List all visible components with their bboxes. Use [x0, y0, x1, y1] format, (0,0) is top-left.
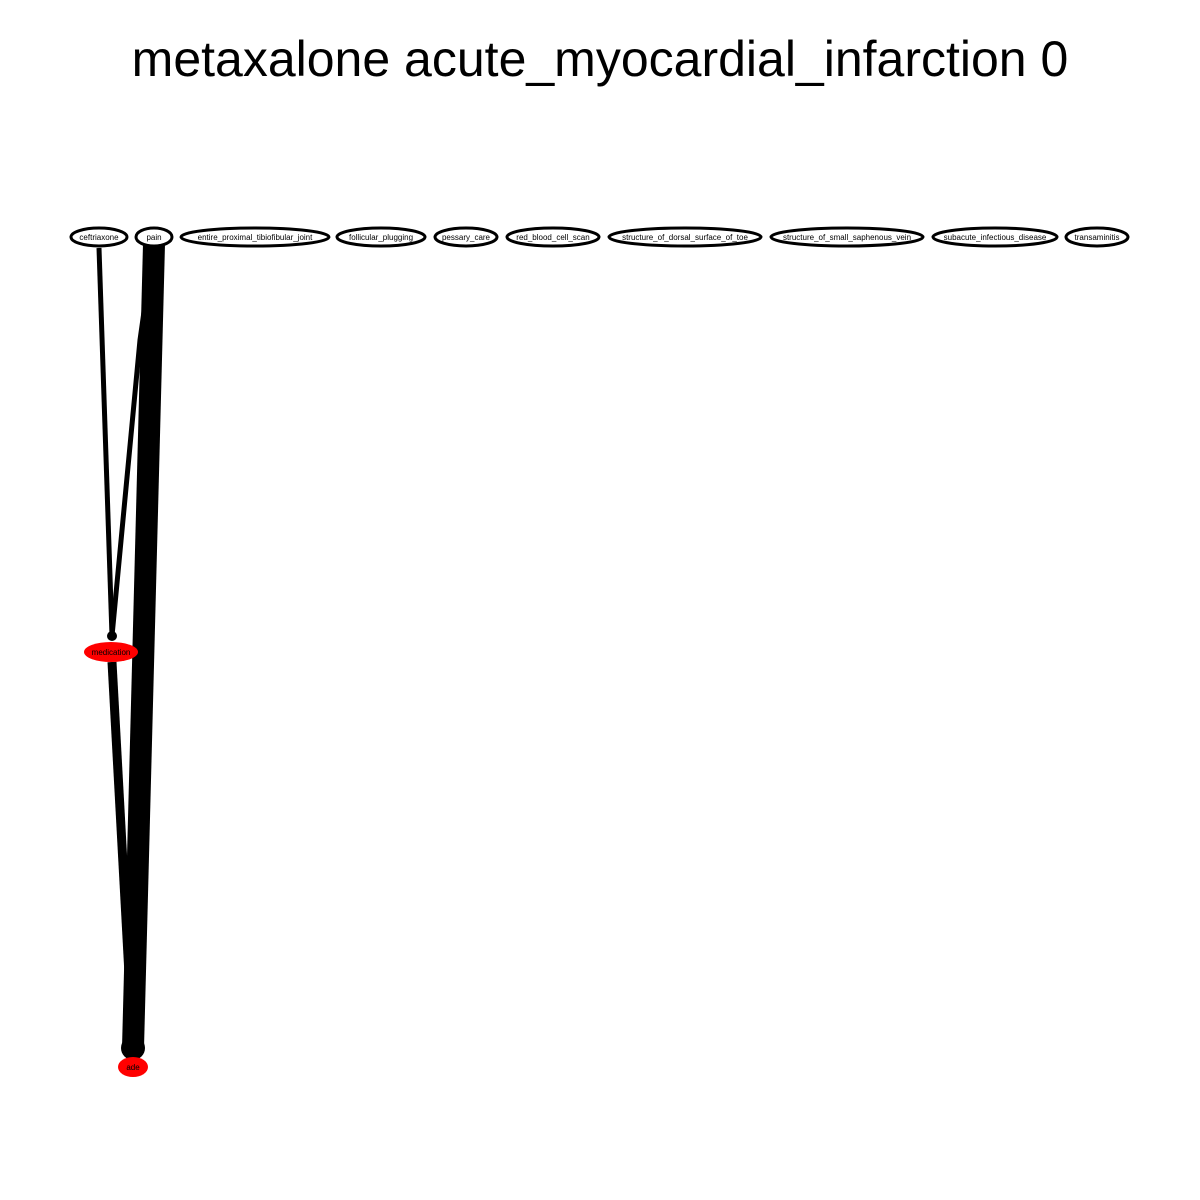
node-label-medication: medication: [92, 648, 131, 657]
node-medication: medication: [84, 642, 138, 662]
node-label-ade: ade: [126, 1063, 140, 1072]
node-transaminitis: transaminitis: [1064, 226, 1130, 248]
node-entire_proximal_tibiofibular_joint: entire_proximal_tibiofibular_joint: [179, 226, 331, 248]
edge-layer: [96, 243, 165, 1060]
node-shape-structure_of_dorsal_surface_of_toe: [607, 226, 763, 248]
node-ade: ade: [118, 1057, 148, 1077]
node-label-red_blood_cell_scan: red_blood_cell_scan: [516, 233, 589, 242]
node-label-follicular_plugging: follicular_plugging: [349, 233, 413, 242]
node-structure_of_dorsal_surface_of_toe: structure_of_dorsal_surface_of_toe: [607, 226, 763, 248]
node-shape-follicular_plugging: [335, 226, 427, 248]
node-structure_of_small_saphenous_vein: structure_of_small_saphenous_vein: [769, 226, 925, 248]
node-shape-subacute_infectious_disease: [931, 226, 1059, 248]
node-shape-structure_of_small_saphenous_vein: [769, 226, 925, 248]
node-shape-ade: [118, 1057, 148, 1077]
node-label-subacute_infectious_disease: subacute_infectious_disease: [944, 233, 1047, 242]
node-shape-red_blood_cell_scan: [505, 226, 601, 248]
node-follicular_plugging: follicular_plugging: [335, 226, 427, 248]
node-layer: ceftriaxone pain entire_proximal_tibiofibu…: [69, 226, 1130, 1077]
edge-ceftriaxone-to-medication: [96, 247, 115, 637]
node-ceftriaxone: ceftriaxone: [69, 226, 129, 248]
node-label-pessary_care: pessary_care: [442, 233, 491, 242]
diagram-title: metaxalone acute_myocardial_infarction 0: [131, 31, 1069, 87]
node-label-structure_of_small_saphenous_vein: structure_of_small_saphenous_vein: [783, 233, 911, 242]
node-shape-medication: [84, 642, 138, 662]
node-subacute_infectious_disease: subacute_infectious_disease: [931, 226, 1059, 248]
node-shape-entire_proximal_tibiofibular_joint: [179, 226, 331, 248]
edge-pain-to-ade: [122, 243, 165, 1049]
node-shape-pain: [134, 226, 174, 248]
node-shape-pessary_care: [433, 226, 499, 248]
node-pessary_care: pessary_care: [433, 226, 499, 248]
node-label-transaminitis: transaminitis: [1075, 233, 1120, 242]
node-red_blood_cell_scan: red_blood_cell_scan: [505, 226, 601, 248]
node-label-pain: pain: [146, 233, 161, 242]
node-label-ceftriaxone: ceftriaxone: [79, 233, 119, 242]
edge-medication-to-ade: [107, 661, 138, 1049]
node-shape-transaminitis: [1064, 226, 1130, 248]
node-pain: pain: [134, 226, 174, 248]
node-label-entire_proximal_tibiofibular_joint: entire_proximal_tibiofibular_joint: [198, 233, 314, 242]
node-label-structure_of_dorsal_surface_of_toe: structure_of_dorsal_surface_of_toe: [622, 233, 748, 242]
node-shape-ceftriaxone: [69, 226, 129, 248]
